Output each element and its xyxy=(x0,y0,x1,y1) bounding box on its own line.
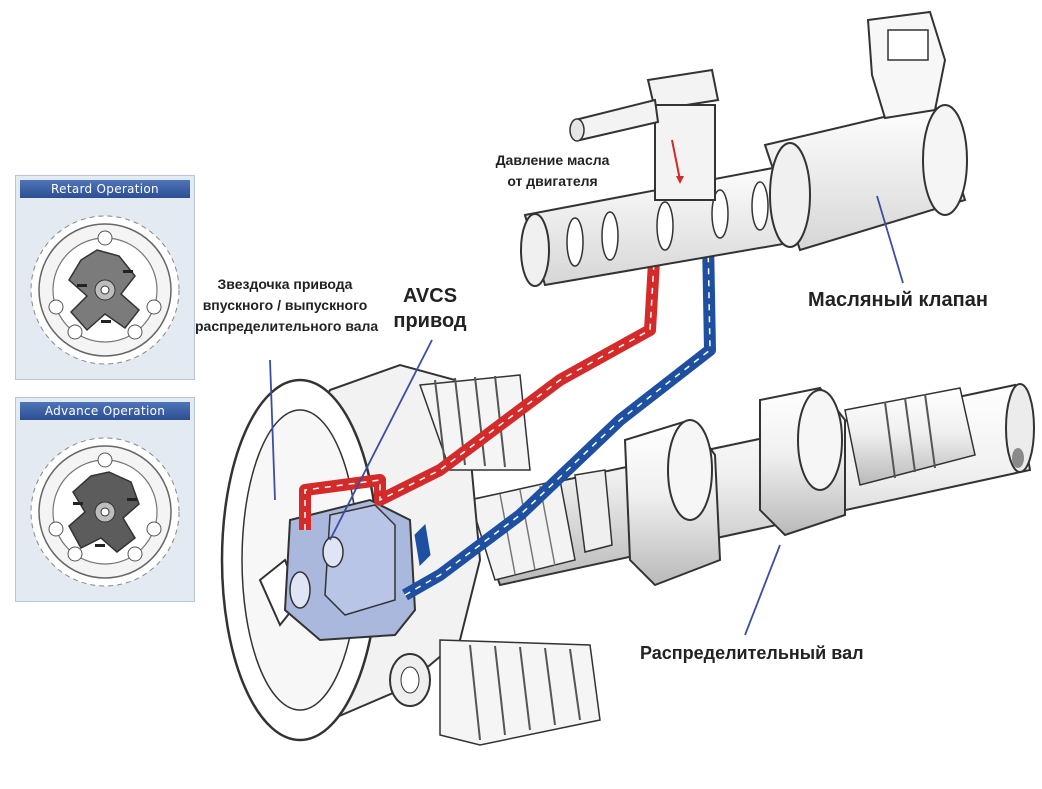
advance-operation-panel: Advance Operation xyxy=(15,397,195,602)
oil-valve-leader xyxy=(876,195,904,284)
oil-pressure-label: Давление масла от двигателя xyxy=(480,150,625,192)
avcs-actuator xyxy=(283,498,431,642)
advance-sprocket-illustration xyxy=(30,437,180,587)
sprocket-label: Звездочка привода впускного / выпускного… xyxy=(195,274,379,337)
advance-operation-title: Advance Operation xyxy=(20,402,190,420)
avcs-label: AVCS привод xyxy=(380,284,480,334)
sprocket-line-3: распределительного вала xyxy=(195,318,379,334)
camshaft-label: Распределительный вал xyxy=(640,643,864,663)
retard-operation-title: Retard Operation xyxy=(20,180,190,198)
avcs-leader xyxy=(329,339,433,541)
camshaft xyxy=(468,383,1035,587)
oil-valve-label: Масляный клапан xyxy=(808,289,988,311)
sprocket-line-2: впускного / выпускного xyxy=(202,297,368,313)
retard-sprocket-illustration xyxy=(30,215,180,365)
avcs-line-1: AVCS xyxy=(402,285,458,307)
oil-control-valve xyxy=(520,10,968,287)
oil-pressure-line-1: Давление масла xyxy=(495,152,610,168)
avcs-line-2: привод xyxy=(393,310,467,332)
camshaft-leader xyxy=(744,544,781,636)
oil-pressure-line-2: от двигателя xyxy=(507,173,598,189)
sprocket-line-1: Звездочка привода xyxy=(217,276,353,292)
oil-passages xyxy=(299,239,716,601)
sprocket-leader xyxy=(269,359,276,501)
retard-operation-panel: Retard Operation xyxy=(15,175,195,380)
